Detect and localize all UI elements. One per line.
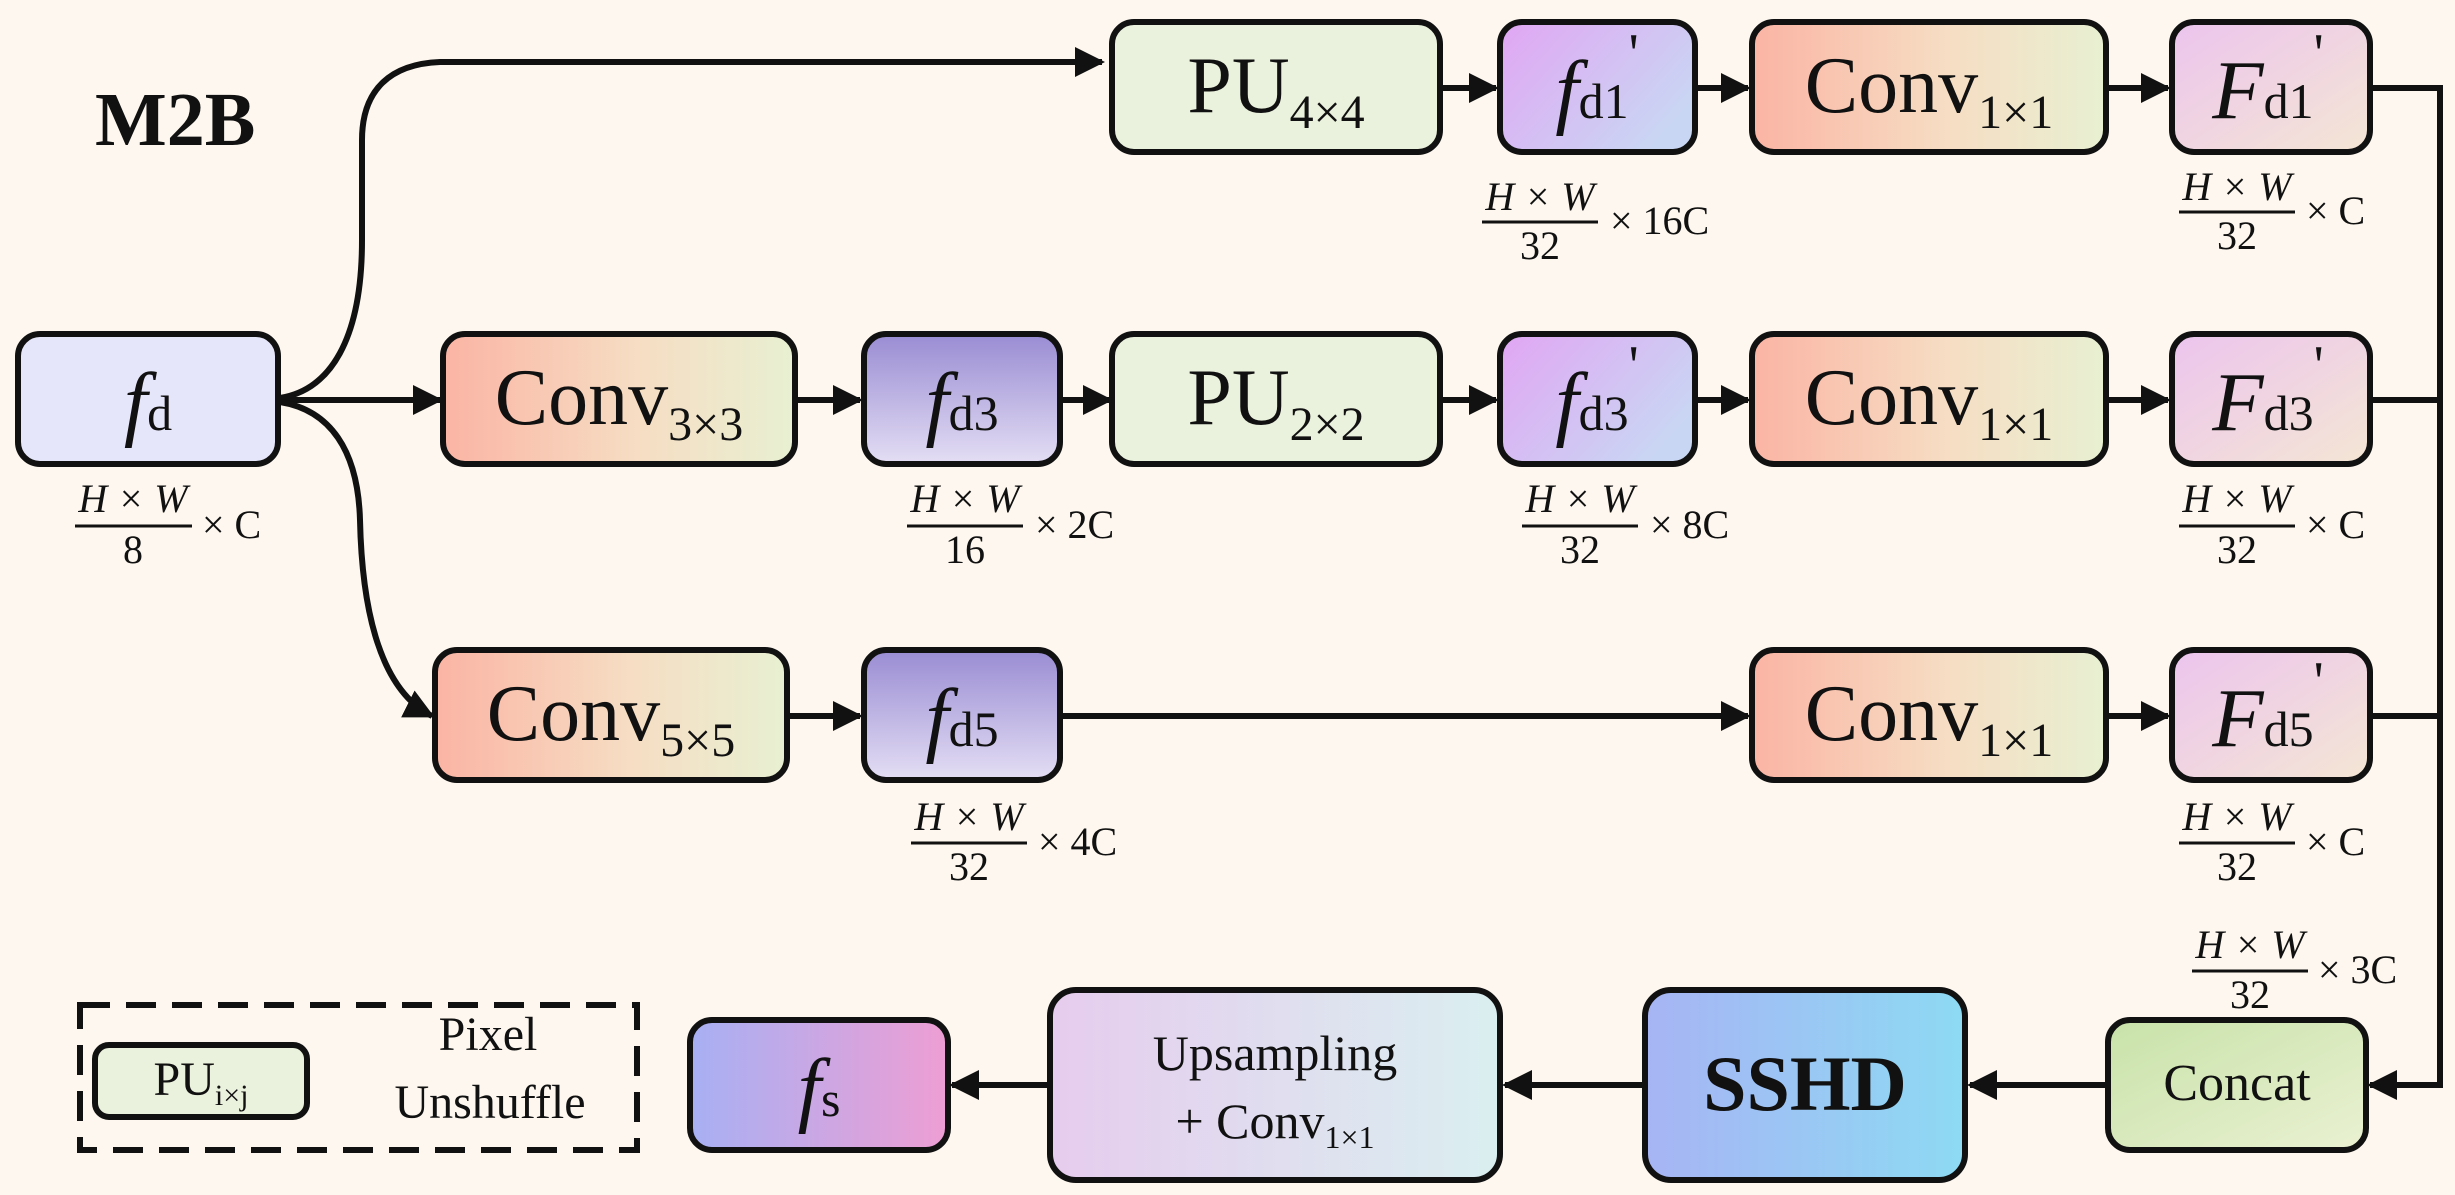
dim-fd3prime-numerator: H × W xyxy=(1524,476,1638,521)
dim-fd5: H × W 32 × 4C xyxy=(911,794,1117,889)
dim-fd5-numerator: H × W xyxy=(913,794,1027,839)
Fd3prime-label: Fd3' xyxy=(2211,335,2323,449)
concat-node: H × W 32 × 3C Concat xyxy=(2105,922,2397,1153)
dim-Fd1prime-denominator: 32 xyxy=(2217,213,2257,258)
dim-fd1prime: H × W 32 × 16C xyxy=(1482,174,1709,268)
dim-Fd3prime-tail: × C xyxy=(2306,502,2365,547)
upsampling-line2: + Conv1×1 xyxy=(1175,1093,1374,1155)
upsampling-box xyxy=(1047,987,1503,1183)
Fd1prime-label: Fd1' xyxy=(2211,23,2323,137)
sshd-box xyxy=(1642,987,1968,1183)
fs-label: fs xyxy=(798,1042,841,1135)
input-node: fd xyxy=(15,331,281,467)
conv3x3-label: Conv3×3 xyxy=(495,354,743,451)
conv1x1-b1-label: Conv1×1 xyxy=(1805,42,2053,139)
dim-Fd3prime-numerator: H × W xyxy=(2181,476,2295,521)
dim-input-tail: × C xyxy=(202,502,261,547)
dim-concat-denominator: 32 xyxy=(2230,972,2270,1017)
pu4x4-label: PU4×4 xyxy=(1187,42,1364,139)
dim-fd1prime-numerator: H × W xyxy=(1484,174,1598,219)
sshd-node: SSHD xyxy=(1642,987,1968,1183)
dim-fd3-tail: × 2C xyxy=(1035,502,1114,547)
dim-fd1prime-tail: × 16C xyxy=(1610,198,1709,243)
upsampling-line1: Upsampling xyxy=(1153,1025,1397,1081)
dim-fd3prime: H × W 32 × 8C xyxy=(1522,476,1729,572)
conv1x1-b2-box xyxy=(1749,331,2109,467)
pu2x2-label: PU2×2 xyxy=(1187,354,1364,451)
dim-fd3-numerator: H × W xyxy=(909,476,1023,521)
legend-pu-box xyxy=(92,1042,310,1120)
legend-line2: Unshuffle xyxy=(394,1076,585,1129)
Fd1prime-box xyxy=(2169,19,2373,155)
output-node: fs xyxy=(687,1017,951,1153)
dim-concat-tail: × 3C xyxy=(2318,947,2397,992)
pu2x2-box xyxy=(1109,331,1443,467)
dim-Fd5prime-tail: × C xyxy=(2306,819,2365,864)
concat-box xyxy=(2105,1017,2369,1153)
dim-fd3prime-tail: × 8C xyxy=(1650,502,1729,547)
dim-fd3: H × W 16 × 2C xyxy=(907,476,1114,572)
arrow-input-to-conv5x5 xyxy=(279,399,435,719)
dim-fd1prime-denominator: 32 xyxy=(1520,223,1560,268)
arrow-input-to-pu4x4 xyxy=(279,47,1105,401)
conv1x1-b2-label: Conv1×1 xyxy=(1805,354,2053,451)
dim-Fd1prime: H × W 32 × C xyxy=(2179,164,2365,258)
conv5x5-label: Conv5×5 xyxy=(487,670,735,767)
dim-Fd1prime-numerator: H × W xyxy=(2181,164,2295,209)
dim-Fd3prime-denominator: 32 xyxy=(2217,527,2257,572)
legend: PUi×j Pixel Unshuffle xyxy=(77,1002,640,1153)
legend-line1: Pixel xyxy=(439,1008,538,1061)
Fd3prime-box xyxy=(2169,331,2373,467)
input-fd-box xyxy=(15,331,281,467)
fd3prime-label: fd3' xyxy=(1555,335,1638,449)
dim-Fd5prime-denominator: 32 xyxy=(2217,844,2257,889)
fd3-box xyxy=(861,331,1063,467)
branch-1: PU4×4 fd1' Conv1×1 Fd1' xyxy=(1109,19,2373,155)
upsampling-node: Upsampling + Conv1×1 xyxy=(1047,987,1503,1183)
Fd5prime-label: Fd5' xyxy=(2211,651,2323,765)
dim-input-numerator: H × W xyxy=(77,476,191,521)
legend-frame xyxy=(77,1002,640,1153)
sshd-label: SSHD xyxy=(1703,1040,1907,1127)
dim-input: H × W 8 × C xyxy=(75,476,261,572)
dim-fd3prime-denominator: 32 xyxy=(1560,527,1600,572)
dim-fd5-tail: × 4C xyxy=(1038,819,1117,864)
dim-Fd5prime: H × W 32 × C xyxy=(2179,794,2365,889)
dim-input-denominator: 8 xyxy=(123,527,143,572)
conv5x5-box xyxy=(432,647,790,783)
fs-box xyxy=(687,1017,951,1153)
concat-label: Concat xyxy=(2163,1055,2311,1112)
conv1x1-b1-box xyxy=(1749,19,2109,155)
dim-Fd1prime-tail: × C xyxy=(2306,188,2365,233)
fd1prime-box xyxy=(1497,19,1698,155)
conv1x1-b3-box xyxy=(1749,647,2109,783)
fd5-box xyxy=(861,647,1063,783)
diagram-title: M2B xyxy=(95,78,255,162)
branch-3: Conv5×5 fd5 Conv1×1 Fd5' xyxy=(432,647,2373,783)
conv1x1-b3-label: Conv1×1 xyxy=(1805,670,2053,767)
merge-bus-to-concat xyxy=(2367,85,2443,1100)
Fd5prime-box xyxy=(2169,647,2373,783)
dim-fd3-denominator: 16 xyxy=(945,527,985,572)
dim-fd5-denominator: 32 xyxy=(949,844,989,889)
pu4x4-box xyxy=(1109,19,1443,155)
dim-Fd5prime-numerator: H × W xyxy=(2181,794,2295,839)
connectors xyxy=(279,47,2443,1100)
dim-concat-numerator: H × W xyxy=(2194,922,2308,967)
dim-Fd3prime: H × W 32 × C xyxy=(2179,476,2365,572)
conv3x3-box xyxy=(440,331,798,467)
legend-pu-label: PUi×j xyxy=(154,1053,249,1112)
fd3prime-box xyxy=(1497,331,1698,467)
branch-2: Conv3×3 fd3 PU2×2 fd3' Conv1×1 Fd3' xyxy=(440,331,2373,467)
